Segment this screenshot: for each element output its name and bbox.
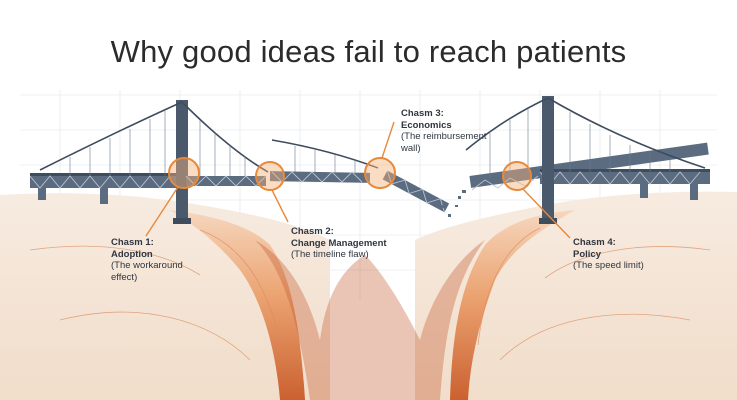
- chasm-2-heading: Chasm 2:: [291, 226, 411, 238]
- chasm-3-heading: Chasm 3:: [401, 108, 444, 119]
- chasm-4-subtitle: (The speed limit): [573, 260, 673, 272]
- chasm-3-subtitle: (The reimbursement wall): [401, 131, 497, 154]
- chasm-1-label: Chasm 1: Adoption (The workaround effect…: [111, 237, 201, 283]
- chasm-1-marker: [169, 158, 199, 188]
- chasm-3-heading-name: Chasm 3: Economics: [401, 108, 497, 131]
- chasm-1-subtitle: (The workaround effect): [111, 260, 201, 283]
- chasm-2-subtitle: (The timeline flaw): [291, 249, 411, 261]
- chasm-1-heading: Chasm 1:: [111, 237, 201, 249]
- chasm-4-heading: Chasm 4:: [573, 237, 673, 249]
- chasm-4-label: Chasm 4: Policy (The speed limit): [573, 237, 673, 272]
- chasm-4-name: Policy: [573, 249, 673, 261]
- page-title: Why good ideas fail to reach patients: [0, 34, 737, 70]
- chasm-4-marker: [503, 162, 531, 190]
- chasm-2-marker: [256, 162, 284, 190]
- chasm-2-name: Change Management: [291, 238, 411, 250]
- chasm-2-label: Chasm 2: Change Management (The timeline…: [291, 226, 411, 261]
- chasm-1-name: Adoption: [111, 249, 201, 261]
- chasm-3-label: Chasm 3: Economics (The reimbursement wa…: [401, 108, 497, 154]
- chasm-3-name: Economics: [401, 120, 452, 131]
- chasm-3-marker: [365, 158, 395, 188]
